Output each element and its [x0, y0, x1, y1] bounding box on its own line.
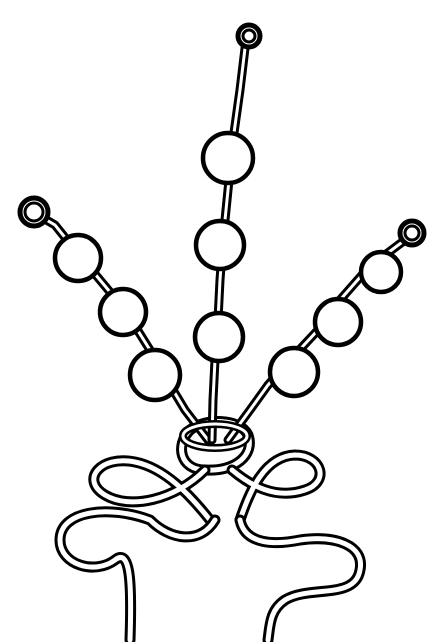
center-stem-bead-2	[196, 221, 244, 269]
left-stem-bead-1	[55, 235, 101, 281]
left-lower-loop	[60, 512, 215, 640]
left-stem-bead-3	[130, 350, 180, 400]
right-stem-bead-3	[270, 348, 318, 396]
center-stem-bead-3	[195, 313, 243, 361]
center-stem-bead-1	[203, 133, 253, 183]
left-tip-curl	[20, 198, 48, 226]
left-stem-bead-2	[100, 289, 146, 335]
center-tip-curl-outer	[238, 25, 260, 47]
right-lower-loop	[240, 520, 361, 640]
bead-layer	[55, 133, 401, 400]
right-stem-bead-1	[361, 252, 401, 292]
right-upper-loop	[232, 455, 320, 520]
left-lower-loop-outline	[60, 512, 215, 640]
right-stem-bead-2	[315, 299, 361, 345]
center-tip-curl	[238, 25, 260, 47]
right-tip-curl	[400, 221, 424, 245]
